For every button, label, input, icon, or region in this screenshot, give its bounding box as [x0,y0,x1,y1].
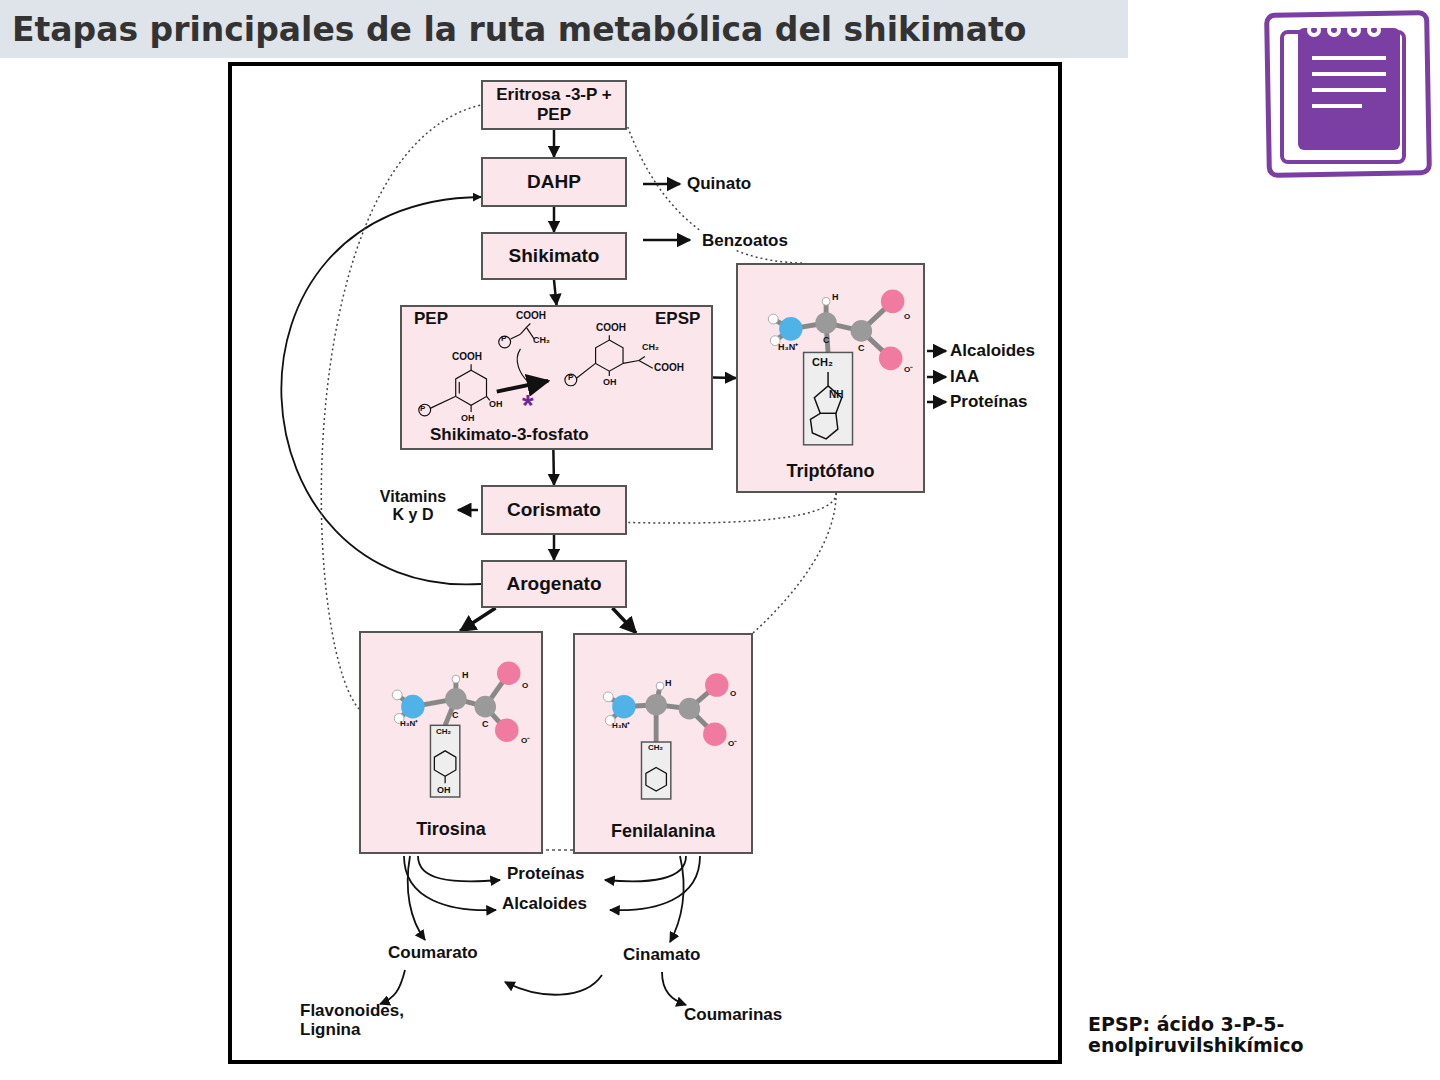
box-label: DAHP [527,171,581,193]
notepad-icon [1262,6,1436,182]
product-label: * [522,388,534,422]
box-label: Corismato [507,499,601,521]
product-label: Coumarato [388,943,478,962]
atom-label: H₃N⁺ [778,342,798,352]
product-label: Alcaloides [500,894,589,913]
atom-label: H₃N⁺ [612,722,630,731]
box-label: PEP [414,309,448,329]
box-label: Eritrosa -3-P + PEP [492,85,616,124]
diagram-frame [228,62,1062,1064]
atom-label: OH [461,413,475,423]
atom-label: CH₂ [436,728,451,737]
product-label: Quinato [687,174,751,193]
pathway-arrow [713,376,736,379]
product-label: Cinamato [623,945,700,964]
box-label: Shikimato [509,245,600,267]
atom-label: COOH [516,310,546,321]
atom-label: O [522,682,528,691]
product-label: Proteínas [950,392,1027,411]
atom-label: OH [603,377,617,387]
product-label: EPSP: ácido 3-P-5-enolpiruvilshikímico [1088,1014,1388,1057]
atom-label: COOH [654,362,684,373]
pathway-arrow [554,280,557,305]
atom-label: O [904,313,910,322]
atom-label: H₃N⁺ [400,720,418,729]
atom-label: H [665,678,672,688]
molecule-box: Tirosina [359,631,543,854]
atom-label: COOH [452,351,482,362]
atom-label: C [858,343,865,353]
pathway-box: Arogenato [481,560,627,608]
box-label: Tirosina [361,819,541,840]
atom-label: OH [489,399,503,409]
atom-label: CH₂ [648,744,663,753]
product-label: Benzoatos [700,231,790,250]
pathway-arrow [460,608,495,631]
pathway-box: Corismato [481,485,627,535]
atom-label: O [730,690,736,699]
box-label: Shikimato-3-fosfato [430,425,589,445]
atom-label: NH [829,389,843,400]
atom-label: O⁻ [904,366,913,375]
atom-label: CH₂ [642,342,659,352]
product-label: Coumarinas [684,1005,782,1024]
product-label: Proteínas [505,864,586,883]
atom-label: H [832,292,839,302]
pathway-arrow [553,535,556,560]
atom-label: H [462,670,469,680]
tryptophan-model [738,265,923,491]
molecule-box: Triptófano [736,263,925,493]
regulation-line [627,493,836,523]
regulation-line [627,125,802,263]
atom-label: P [568,374,573,383]
atom-label: P [420,405,425,414]
atom-label: C [482,719,489,729]
pathway-arrow [612,608,636,633]
box-label: Triptófano [738,461,923,482]
atom-label: CH₂ [812,356,833,368]
pathway-box: Eritrosa -3-P + PEP [481,80,627,130]
title-band: Etapas principales de la ruta metabólica… [0,0,1128,58]
box-label: Fenilalanina [575,821,751,842]
box-label: Arogenato [507,573,602,595]
product-label: IAA [950,367,979,386]
regulation-line [753,493,836,633]
atom-label: C [823,335,830,345]
atom-label: O⁻ [521,737,530,746]
box-label: EPSP [655,309,700,329]
atom-label: OH [437,785,451,795]
pathway-box: DAHP [481,157,627,207]
pathway-box: Shikimato [481,232,627,280]
atom-label: C [452,710,459,720]
pathway-arrow [553,207,556,232]
atom-label: P [501,335,506,344]
molecule-box: PEP EPSP Shikimato-3-fosfato [400,305,713,450]
atom-label: COOH [596,322,626,333]
atom-label: CH₂ [533,335,550,345]
product-label: Alcaloides [950,341,1035,360]
product-label: Vitamins K y D [372,488,454,524]
product-label: Flavonoides, Lignina [300,1001,430,1039]
atom-label: O⁻ [728,740,737,749]
pathway-arrow [552,450,555,485]
pathway-arrow [553,130,556,157]
page-title: Etapas principales de la ruta metabólica… [12,10,1026,49]
